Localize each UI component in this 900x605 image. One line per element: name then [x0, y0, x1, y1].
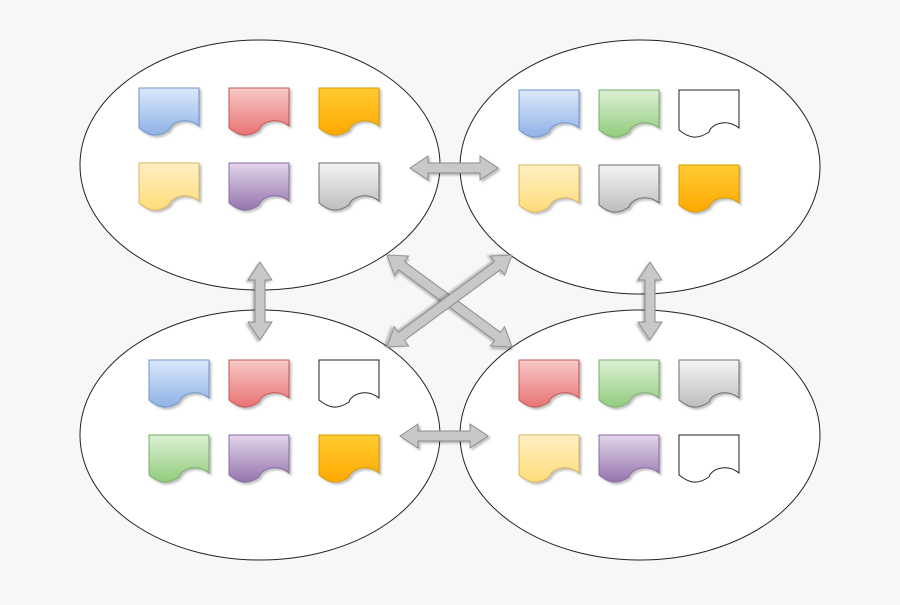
bidirectional-arrow-top-right-bottom-right: [637, 261, 663, 341]
document-icon-blue: [138, 87, 200, 136]
document-icon-purple: [228, 434, 290, 483]
document-icon-gray: [318, 162, 380, 211]
document-icon-yellow: [518, 434, 580, 483]
document-icon-gray: [598, 164, 660, 213]
document-icon-yellow: [518, 164, 580, 213]
document-icon-purple: [598, 434, 660, 483]
document-icon-yellow: [138, 162, 200, 211]
document-icon-red: [228, 359, 290, 408]
document-icon-white: [678, 89, 740, 138]
document-icon-green: [598, 89, 660, 138]
document-icon-red: [228, 87, 290, 136]
bidirectional-arrow-top-left-top-right: [409, 155, 499, 181]
document-icon-orange: [678, 164, 740, 213]
bidirectional-arrow-top-right-bottom-left: [386, 254, 513, 348]
document-icon-orange: [318, 434, 380, 483]
document-icon-gray: [678, 359, 740, 408]
document-icon-green: [598, 359, 660, 408]
document-icon-green: [148, 434, 210, 483]
document-icon-blue: [518, 89, 580, 138]
document-icon-orange: [318, 87, 380, 136]
document-icon-white: [318, 359, 380, 408]
document-icon-white: [678, 434, 740, 483]
document-icon-red: [518, 359, 580, 408]
bidirectional-arrow-bottom-left-bottom-right: [399, 423, 489, 449]
document-icon-purple: [228, 162, 290, 211]
document-icon-blue: [148, 359, 210, 408]
bidirectional-arrow-top-left-bottom-left: [247, 261, 273, 341]
